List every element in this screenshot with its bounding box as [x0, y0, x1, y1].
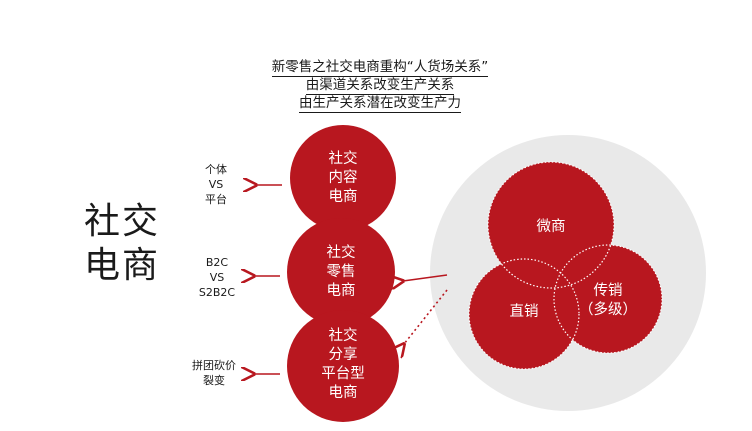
label-group-buying-fission: 拼团砍价 裂变: [183, 358, 245, 388]
social-share-line-4: 电商: [328, 385, 358, 401]
label-b2c-vs-s2b2c-line-1: B2C: [205, 256, 229, 269]
social-share-line-2: 分享: [328, 347, 358, 363]
social-share-line-3: 平台型: [321, 366, 365, 382]
chuanxiao-text: 传销 （多级）: [568, 282, 648, 320]
label-b2c-vs-s2b2c: B2C VS S2B2C: [194, 255, 240, 300]
dotted-arrow-cluster-to-share: [404, 289, 448, 344]
label-individual-vs-platform-line-1: 个体: [205, 163, 227, 176]
social-retail-line-1: 社交: [326, 245, 356, 261]
social-share-text: 社交 分享 平台型 电商: [303, 327, 383, 403]
arrow-cluster-to-retail: [403, 274, 448, 281]
chuanxiao-line-1: 传销: [593, 283, 623, 299]
chuanxiao-line-2: （多级）: [579, 302, 637, 318]
zhixiao-circle-outline: [468, 258, 580, 370]
social-share-circle: [287, 310, 399, 422]
label-individual-vs-platform-line-3: 平台: [205, 193, 227, 206]
main-title: 社交 电商: [84, 200, 168, 288]
social-retail-circle: [287, 218, 395, 326]
label-group-buying-fission-line-2: 裂变: [203, 374, 225, 387]
social-retail-text: 社交 零售 电商: [306, 244, 376, 301]
social-content-line-2: 内容: [328, 170, 358, 186]
label-b2c-vs-s2b2c-line-2: VS: [209, 271, 225, 284]
header-line-2: 由渠道关系改变生产关系: [305, 77, 455, 95]
social-share-line-1: 社交: [328, 328, 358, 344]
social-retail-line-3: 电商: [326, 283, 356, 299]
header-line-3: 由生产关系潜在改变生产力: [299, 95, 461, 113]
zhixiao-circle: [469, 259, 579, 369]
main-title-line-1: 社交: [84, 201, 161, 242]
weishang-circle-outline: [487, 161, 615, 289]
label-individual-vs-platform: 个体 VS 平台: [196, 162, 236, 207]
label-group-buying-fission-line-1: 拼团砍价: [192, 359, 236, 372]
chuanxiao-circle: [554, 245, 662, 353]
label-individual-vs-platform-line-2: VS: [208, 178, 224, 191]
label-b2c-vs-s2b2c-line-3: S2B2C: [198, 286, 236, 299]
main-title-line-2: 电商: [84, 245, 161, 286]
social-content-line-3: 电商: [328, 189, 358, 205]
social-retail-line-2: 零售: [326, 264, 356, 280]
zhixiao-text: 直销: [509, 304, 539, 320]
social-content-text: 社交 内容 电商: [308, 150, 378, 207]
social-content-circle: [290, 125, 396, 231]
social-content-line-1: 社交: [328, 151, 358, 167]
chuanxiao-circle-outline: [553, 244, 663, 354]
header-line-1: 新零售之社交电商重构“人货场关系”: [271, 59, 489, 77]
weishang-text: 微商: [536, 219, 566, 235]
diagram-header: 新零售之社交电商重构“人货场关系” 由渠道关系改变生产关系 由生产关系潜在改变生…: [245, 58, 515, 113]
